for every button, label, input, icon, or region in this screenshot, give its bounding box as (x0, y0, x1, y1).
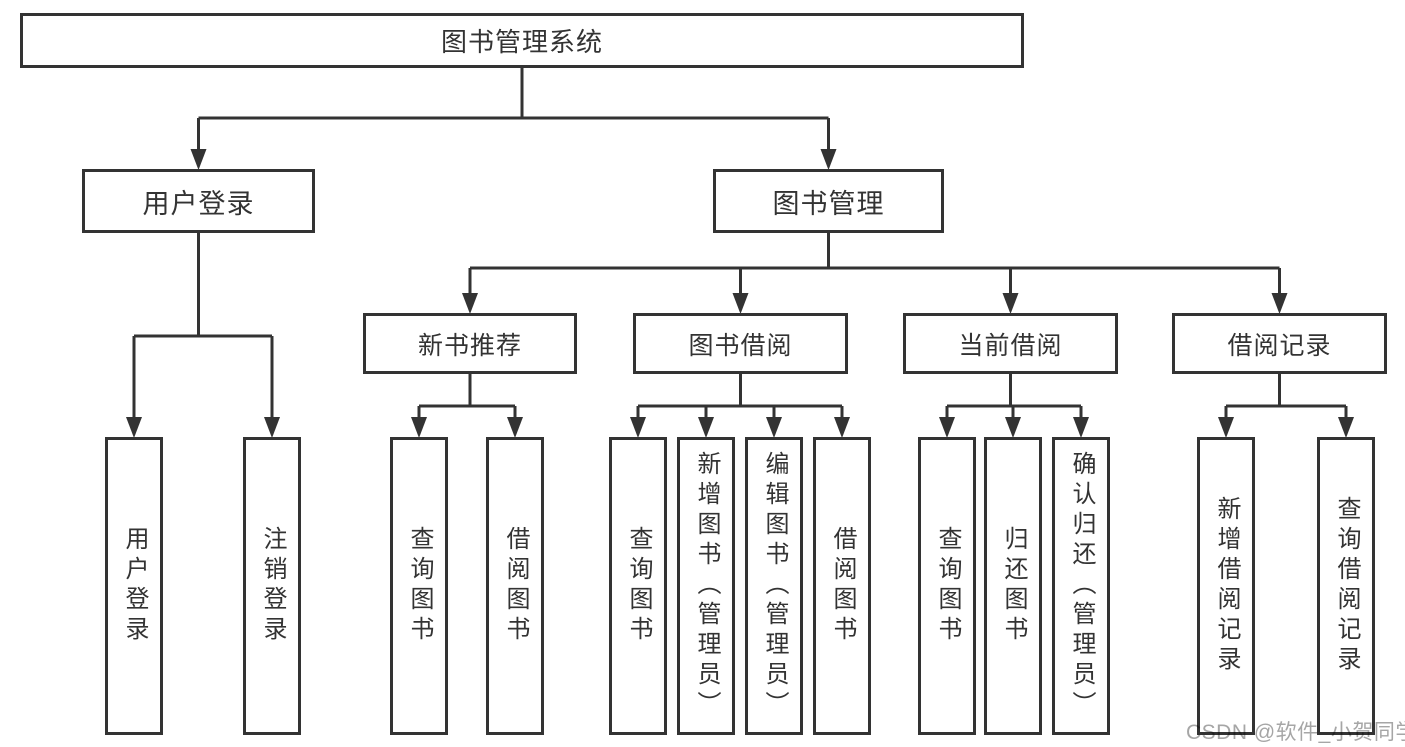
arrowhead (732, 293, 749, 314)
node-user-login-label: 用户登录 (142, 188, 255, 219)
leaf-add-book-admin: 新增图书（管理员） (677, 437, 735, 735)
arrowhead (507, 417, 523, 438)
leaf-query-books-3: 查询图书 (918, 437, 976, 735)
leaf-query-books-1-label: 查询图书 (406, 526, 433, 646)
leaf-query-books-2: 查询图书 (609, 437, 667, 735)
arrowhead (1005, 417, 1021, 438)
arrowhead (1338, 417, 1354, 438)
node-book-management: 图书管理 (713, 169, 944, 233)
arrowhead (190, 149, 207, 170)
node-user-login: 用户登录 (82, 169, 315, 233)
arrowhead (820, 149, 837, 170)
arrowhead (1271, 293, 1288, 314)
leaf-query-borrow-record: 查询借阅记录 (1317, 437, 1375, 735)
node-book-borrow-label: 图书借阅 (688, 331, 793, 360)
connector-book-mgmt-to-level3 (468, 233, 1281, 295)
leaf-confirm-return-admin-label: 确认归还（管理员） (1068, 451, 1095, 721)
node-borrow-records-label: 借阅记录 (1227, 331, 1332, 360)
leaf-query-borrow-record-label: 查询借阅记录 (1333, 496, 1360, 676)
arrowhead (939, 417, 955, 438)
leaf-borrow-books-1-label: 借阅图书 (502, 526, 529, 646)
leaf-logout-label: 注销登录 (259, 526, 286, 646)
arrowhead (698, 417, 714, 438)
leaf-borrow-books-2: 借阅图书 (813, 437, 871, 735)
connector-current-borrow-to-leaves (945, 374, 1083, 419)
connector-new-book-to-leaves (417, 374, 517, 419)
node-root: 图书管理系统 (20, 13, 1024, 68)
node-new-book-recommend-label: 新书推荐 (417, 331, 522, 360)
connector-book-borrow-to-leaves (636, 374, 844, 419)
node-borrow-records: 借阅记录 (1172, 313, 1387, 374)
leaf-user-login: 用户登录 (105, 437, 163, 735)
leaf-add-book-admin-label: 新增图书（管理员） (693, 451, 720, 721)
arrowhead (462, 293, 478, 314)
watermark-text: CSDN @软件_小贺同学 (1186, 721, 1405, 744)
arrowhead (126, 417, 142, 438)
connector-borrow-records-to-leaves (1224, 374, 1348, 419)
connector-user-login-to-leaves (132, 233, 274, 419)
node-book-management-label: 图书管理 (772, 188, 885, 219)
node-current-borrow-label: 当前借阅 (958, 331, 1063, 360)
node-root-label: 图书管理系统 (440, 27, 603, 57)
arrowhead (766, 417, 782, 438)
node-current-borrow: 当前借阅 (903, 313, 1118, 374)
leaf-edit-book-admin-label: 编辑图书（管理员） (761, 451, 788, 721)
leaf-confirm-return-admin: 确认归还（管理员） (1052, 437, 1110, 735)
leaf-borrow-books-2-label: 借阅图书 (829, 526, 856, 646)
leaf-query-books-1: 查询图书 (390, 437, 448, 735)
node-book-borrow: 图书借阅 (633, 313, 848, 374)
leaf-user-login-label: 用户登录 (121, 526, 148, 646)
arrowhead (1002, 293, 1019, 314)
leaf-add-borrow-record: 新增借阅记录 (1197, 437, 1255, 735)
arrowhead (1073, 417, 1089, 438)
leaf-logout: 注销登录 (243, 437, 301, 735)
connector-root-to-level2 (197, 68, 830, 151)
arrowhead (834, 417, 850, 438)
leaf-return-book-label: 归还图书 (1000, 526, 1027, 646)
leaf-borrow-books-1: 借阅图书 (486, 437, 544, 735)
leaf-query-books-2-label: 查询图书 (625, 526, 652, 646)
arrowhead (630, 417, 646, 438)
arrowhead (1218, 417, 1234, 438)
leaf-add-borrow-record-label: 新增借阅记录 (1213, 496, 1240, 676)
arrowhead (264, 417, 280, 438)
node-new-book-recommend: 新书推荐 (363, 313, 577, 374)
leaf-query-books-3-label: 查询图书 (934, 526, 961, 646)
arrowhead (411, 417, 427, 438)
leaf-return-book: 归还图书 (984, 437, 1042, 735)
leaf-edit-book-admin: 编辑图书（管理员） (745, 437, 803, 735)
